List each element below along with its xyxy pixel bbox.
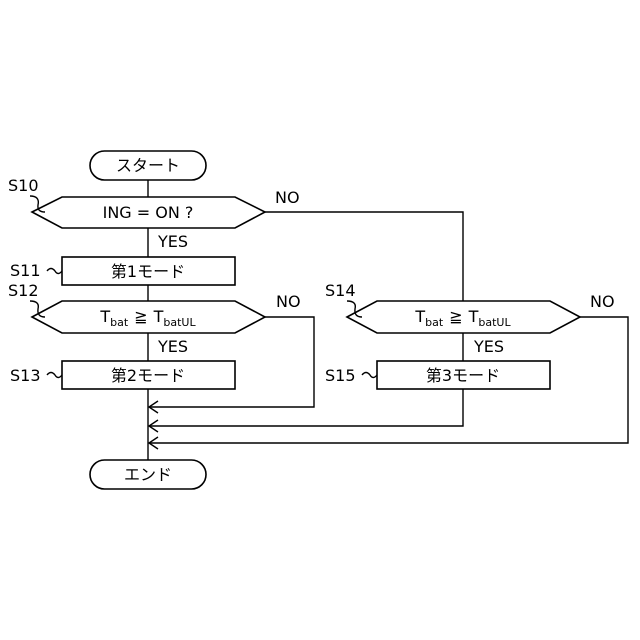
branch-s10-yes: YES [157,232,188,251]
step-leader-s15 [362,373,377,378]
step-label-s15: S15 [325,366,356,385]
s14-rhs-sub: batUL [478,316,511,329]
s14-rhs: T [468,307,479,326]
start-label: スタート [116,156,180,175]
step-label-s10: S10 [8,176,39,195]
s12-lhs-sub: bat [110,316,129,329]
step-label-s11: S11 [10,261,41,280]
connector-s10-no-branch [265,212,463,301]
step-leader-s13 [47,373,62,378]
decision-s10-text: ING = ON ? [103,203,194,222]
branch-s10-no: NO [275,188,300,207]
process-s11: 第1モード [62,257,235,285]
s14-lhs-sub: bat [425,316,444,329]
s12-op: ≧ [134,307,147,326]
process-s13: 第2モード [62,361,235,389]
step-label-s14: S14 [325,281,356,300]
process-s15-text: 第3モード [426,366,500,385]
step-leader-s11 [47,269,62,274]
process-s15: 第3モード [377,361,550,389]
decision-s12: Tbat ≧ TbatUL [32,301,265,333]
step-label-s13: S13 [10,366,41,385]
decision-s14: Tbat ≧ TbatUL [347,301,580,333]
s12-lhs: T [99,307,110,326]
s14-lhs: T [414,307,425,326]
branch-s12-yes: YES [157,337,188,356]
start-terminator: スタート [90,151,206,180]
s12-rhs: T [153,307,164,326]
process-s13-text: 第2モード [111,366,185,385]
process-s11-text: 第1モード [111,262,185,281]
end-terminator: エンド [90,460,206,489]
step-label-s12: S12 [8,281,39,300]
branch-s14-no: NO [590,292,615,311]
end-label: エンド [124,465,172,484]
branch-s12-no: NO [276,292,301,311]
s12-rhs-sub: batUL [163,316,196,329]
s14-op: ≧ [449,307,462,326]
decision-s10: ING = ON ? [32,197,265,228]
branch-s14-yes: YES [473,337,504,356]
